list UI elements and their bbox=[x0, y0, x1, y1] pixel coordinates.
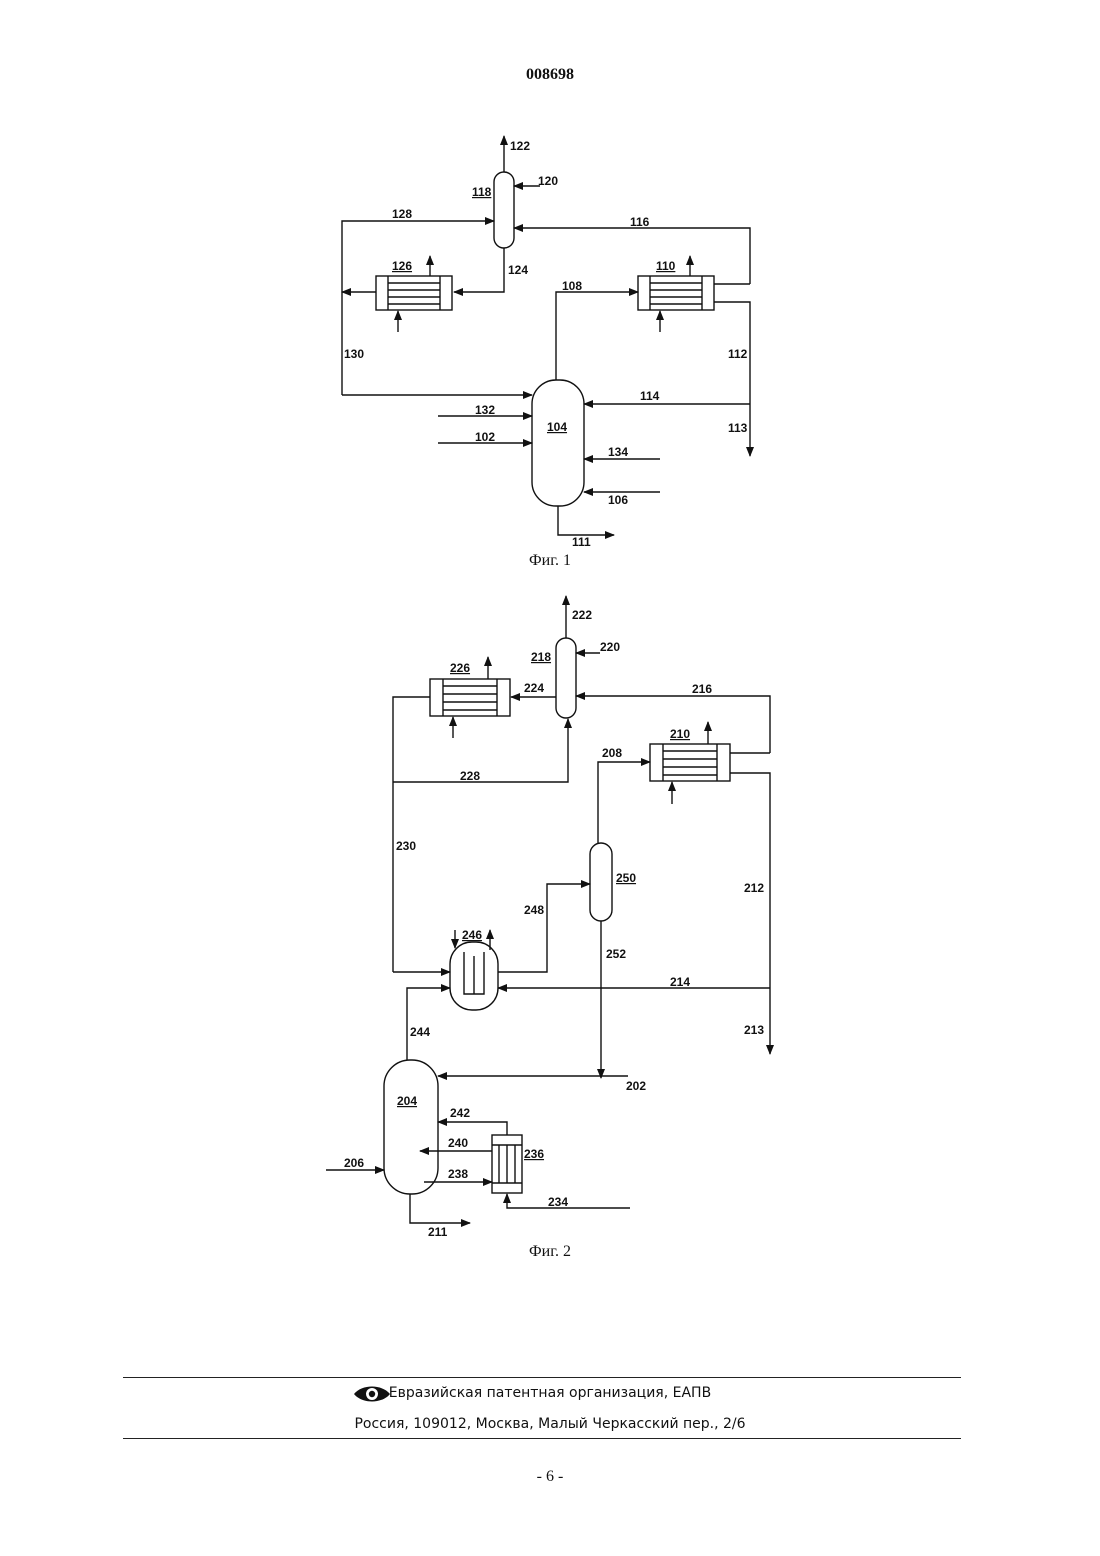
stream-124 bbox=[454, 248, 504, 292]
heat-exchanger-226 bbox=[430, 679, 510, 716]
stream-248 bbox=[518, 884, 590, 972]
label-126: 126 bbox=[392, 259, 412, 273]
heat-exchanger-126 bbox=[376, 276, 452, 310]
label-120: 120 bbox=[538, 174, 558, 188]
label-112: 112 bbox=[728, 347, 748, 361]
label-228: 228 bbox=[460, 769, 480, 783]
stream-111 bbox=[558, 506, 614, 535]
heat-exchanger-210 bbox=[650, 744, 730, 781]
label-134: 134 bbox=[608, 445, 628, 459]
label-234: 234 bbox=[548, 1195, 568, 1209]
stream-242 bbox=[438, 1122, 507, 1135]
label-104: 104 bbox=[547, 420, 567, 434]
stream-128 bbox=[342, 221, 494, 395]
footer-divider-top bbox=[123, 1377, 961, 1378]
stream-228 bbox=[393, 719, 568, 782]
footer-organization: Евразийская патентная организация, ЕАПВ bbox=[0, 1385, 1100, 1401]
reboiler-236 bbox=[492, 1135, 522, 1193]
stream-108 bbox=[556, 292, 638, 380]
label-252: 252 bbox=[606, 947, 626, 961]
figure-1-labels: 122 120 118 128 116 126 124 110 108 130 … bbox=[344, 139, 748, 549]
label-210: 210 bbox=[670, 727, 690, 741]
label-204: 204 bbox=[397, 1094, 417, 1108]
label-214: 214 bbox=[670, 975, 690, 989]
figure-1 bbox=[342, 136, 750, 535]
label-216: 216 bbox=[692, 682, 712, 696]
label-246: 246 bbox=[462, 928, 482, 942]
column-118 bbox=[494, 172, 514, 248]
label-108: 108 bbox=[562, 279, 582, 293]
label-128: 128 bbox=[392, 207, 412, 221]
label-224: 224 bbox=[524, 681, 544, 695]
label-206: 206 bbox=[344, 1156, 364, 1170]
label-118: 118 bbox=[472, 185, 492, 199]
footer-address: Россия, 109012, Москва, Малый Черкасский… bbox=[0, 1416, 1100, 1432]
label-222: 222 bbox=[572, 608, 592, 622]
figure-1-caption: Фиг. 1 bbox=[0, 552, 1100, 570]
label-242: 242 bbox=[450, 1106, 470, 1120]
label-124: 124 bbox=[508, 263, 528, 277]
label-212: 212 bbox=[744, 881, 764, 895]
column-218 bbox=[556, 638, 576, 718]
column-250 bbox=[590, 843, 612, 921]
label-238: 238 bbox=[448, 1167, 468, 1181]
label-111: 111 bbox=[572, 535, 591, 549]
label-211: 211 bbox=[428, 1225, 448, 1239]
reactor-204 bbox=[384, 1060, 438, 1194]
label-116: 116 bbox=[630, 215, 650, 229]
label-248: 248 bbox=[524, 903, 544, 917]
label-113: 113 bbox=[728, 421, 748, 435]
label-230: 230 bbox=[396, 839, 416, 853]
label-213: 213 bbox=[744, 1023, 764, 1037]
reactor-104 bbox=[532, 380, 584, 506]
label-122: 122 bbox=[510, 139, 530, 153]
vessel-246 bbox=[450, 942, 498, 1010]
figure-2-labels: 222 220 218 226 224 216 210 208 228 230 … bbox=[344, 608, 764, 1239]
label-220: 220 bbox=[600, 640, 620, 654]
stream-234 bbox=[507, 1194, 630, 1208]
label-202: 202 bbox=[626, 1079, 646, 1093]
label-226: 226 bbox=[450, 661, 470, 675]
label-208: 208 bbox=[602, 746, 622, 760]
label-240: 240 bbox=[448, 1136, 468, 1150]
label-102: 102 bbox=[475, 430, 495, 444]
label-132: 132 bbox=[475, 403, 495, 417]
stream-212 bbox=[730, 773, 770, 1054]
label-106: 106 bbox=[608, 493, 628, 507]
label-218: 218 bbox=[531, 650, 551, 664]
stream-208 bbox=[598, 762, 650, 843]
label-130: 130 bbox=[344, 347, 364, 361]
stream-211 bbox=[410, 1194, 470, 1223]
label-114: 114 bbox=[640, 389, 660, 403]
label-236: 236 bbox=[524, 1147, 544, 1161]
label-110: 110 bbox=[656, 259, 676, 273]
stream-244 bbox=[407, 988, 450, 1060]
heat-exchanger-110 bbox=[638, 276, 714, 310]
figure-2-caption: Фиг. 2 bbox=[0, 1243, 1100, 1261]
label-250: 250 bbox=[616, 871, 636, 885]
label-244: 244 bbox=[410, 1025, 430, 1039]
page-number: - 6 - bbox=[0, 1468, 1100, 1486]
footer-divider-bottom bbox=[123, 1438, 961, 1439]
